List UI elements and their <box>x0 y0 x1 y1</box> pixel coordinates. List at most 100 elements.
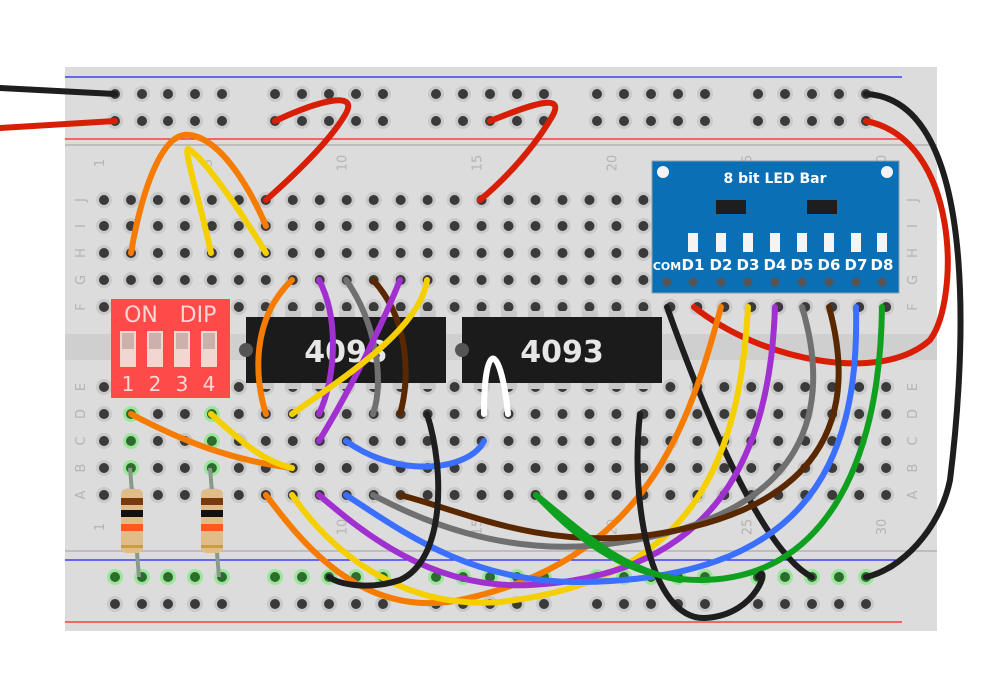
breadboard-hole[interactable] <box>770 379 787 395</box>
breadboard-hole[interactable] <box>554 245 571 261</box>
breadboard-hole[interactable] <box>831 86 847 102</box>
breadboard-hole[interactable] <box>716 406 733 422</box>
breadboard-hole[interactable] <box>365 218 382 234</box>
wire-led-green[interactable] <box>533 304 885 584</box>
breadboard-hole[interactable] <box>160 596 176 612</box>
breadboard-hole[interactable] <box>176 218 193 234</box>
breadboard-hole[interactable] <box>473 487 490 503</box>
breadboard-hole[interactable] <box>160 113 176 129</box>
breadboard-hole[interactable] <box>187 596 203 612</box>
breadboard-hole[interactable] <box>284 192 301 208</box>
breadboard-hole[interactable] <box>527 406 544 422</box>
breadboard-hole[interactable] <box>831 113 847 129</box>
breadboard-hole[interactable] <box>777 86 793 102</box>
breadboard-hole[interactable] <box>797 379 814 395</box>
breadboard-hole[interactable] <box>509 86 525 102</box>
breadboard-hole[interactable] <box>96 379 112 395</box>
breadboard-hole[interactable] <box>176 192 193 208</box>
breadboard-hole[interactable] <box>96 218 112 234</box>
breadboard-hole[interactable] <box>176 406 193 422</box>
breadboard-hole[interactable] <box>96 245 112 261</box>
breadboard-hole[interactable] <box>858 596 874 612</box>
breadboard-hole[interactable] <box>581 192 598 208</box>
breadboard-hole[interactable] <box>294 113 310 129</box>
breadboard-hole[interactable] <box>697 596 713 612</box>
breadboard-hole[interactable] <box>608 245 625 261</box>
breadboard-hole[interactable] <box>527 460 544 476</box>
breadboard-hole[interactable] <box>134 569 150 585</box>
breadboard-hole[interactable] <box>214 569 230 585</box>
breadboard-hole[interactable] <box>392 433 409 449</box>
breadboard-hole[interactable] <box>743 379 760 395</box>
breadboard-hole[interactable] <box>230 460 247 476</box>
breadboard-hole[interactable] <box>689 460 706 476</box>
breadboard-hole[interactable] <box>149 218 166 234</box>
breadboard-hole[interactable] <box>392 245 409 261</box>
breadboard-hole[interactable] <box>176 487 193 503</box>
breadboard-hole[interactable] <box>311 192 328 208</box>
breadboard-hole[interactable] <box>554 487 571 503</box>
breadboard-hole[interactable] <box>419 245 436 261</box>
breadboard-hole[interactable] <box>643 596 659 612</box>
breadboard-hole[interactable] <box>375 113 391 129</box>
breadboard-hole[interactable] <box>230 218 247 234</box>
breadboard-hole[interactable] <box>743 460 760 476</box>
breadboard-hole[interactable] <box>230 299 247 315</box>
breadboard-hole[interactable] <box>446 192 463 208</box>
breadboard-hole[interactable] <box>428 113 444 129</box>
breadboard-hole[interactable] <box>473 460 490 476</box>
breadboard-hole[interactable] <box>581 460 598 476</box>
breadboard-hole[interactable] <box>878 487 895 503</box>
breadboard-hole[interactable] <box>608 433 625 449</box>
breadboard-hole[interactable] <box>482 86 498 102</box>
breadboard-hole[interactable] <box>670 113 686 129</box>
breadboard-hole[interactable] <box>96 487 112 503</box>
breadboard-hole[interactable] <box>750 113 766 129</box>
breadboard-hole[interactable] <box>662 460 679 476</box>
breadboard-hole[interactable] <box>851 406 868 422</box>
breadboard-hole[interactable] <box>203 433 220 449</box>
breadboard-hole[interactable] <box>770 433 787 449</box>
breadboard-hole[interactable] <box>804 86 820 102</box>
wire-led-purple[interactable] <box>316 277 336 417</box>
breadboard-hole[interactable] <box>473 245 490 261</box>
breadboard-hole[interactable] <box>616 113 632 129</box>
breadboard-hole[interactable] <box>500 460 517 476</box>
breadboard-hole[interactable] <box>230 245 247 261</box>
breadboard-hole[interactable] <box>635 245 652 261</box>
dip-toggle-4[interactable]: 4 <box>201 331 217 396</box>
breadboard-hole[interactable] <box>284 433 301 449</box>
breadboard-hole[interactable] <box>446 218 463 234</box>
wire-led-orange[interactable] <box>263 304 724 607</box>
breadboard-hole[interactable] <box>589 113 605 129</box>
breadboard-hole[interactable] <box>311 245 328 261</box>
breadboard-hole[interactable] <box>107 596 123 612</box>
breadboard-hole[interactable] <box>365 192 382 208</box>
breadboard-hole[interactable] <box>581 218 598 234</box>
wire-led-orange[interactable] <box>255 277 295 417</box>
breadboard-hole[interactable] <box>214 113 230 129</box>
breadboard-hole[interactable] <box>616 86 632 102</box>
breadboard-hole[interactable] <box>500 192 517 208</box>
breadboard-hole[interactable] <box>527 433 544 449</box>
breadboard-hole[interactable] <box>446 406 463 422</box>
breadboard-hole[interactable] <box>348 596 364 612</box>
breadboard-hole[interactable] <box>446 245 463 261</box>
breadboard-hole[interactable] <box>284 245 301 261</box>
breadboard-hole[interactable] <box>134 113 150 129</box>
breadboard-hole[interactable] <box>608 192 625 208</box>
wire-led-green[interactable] <box>533 492 683 583</box>
wire-led-yellow[interactable] <box>289 277 430 417</box>
breadboard-hole[interactable] <box>176 245 193 261</box>
breadboard-hole[interactable] <box>589 596 605 612</box>
breadboard-hole[interactable] <box>770 406 787 422</box>
breadboard-hole[interactable] <box>554 192 571 208</box>
breadboard-hole[interactable] <box>643 113 659 129</box>
breadboard-hole[interactable] <box>777 569 793 585</box>
breadboard-hole[interactable] <box>230 406 247 422</box>
breadboard-hole[interactable] <box>149 192 166 208</box>
breadboard-hole[interactable] <box>257 433 274 449</box>
breadboard-hole[interactable] <box>509 113 525 129</box>
breadboard-hole[interactable] <box>878 379 895 395</box>
breadboard-hole[interactable] <box>662 487 679 503</box>
